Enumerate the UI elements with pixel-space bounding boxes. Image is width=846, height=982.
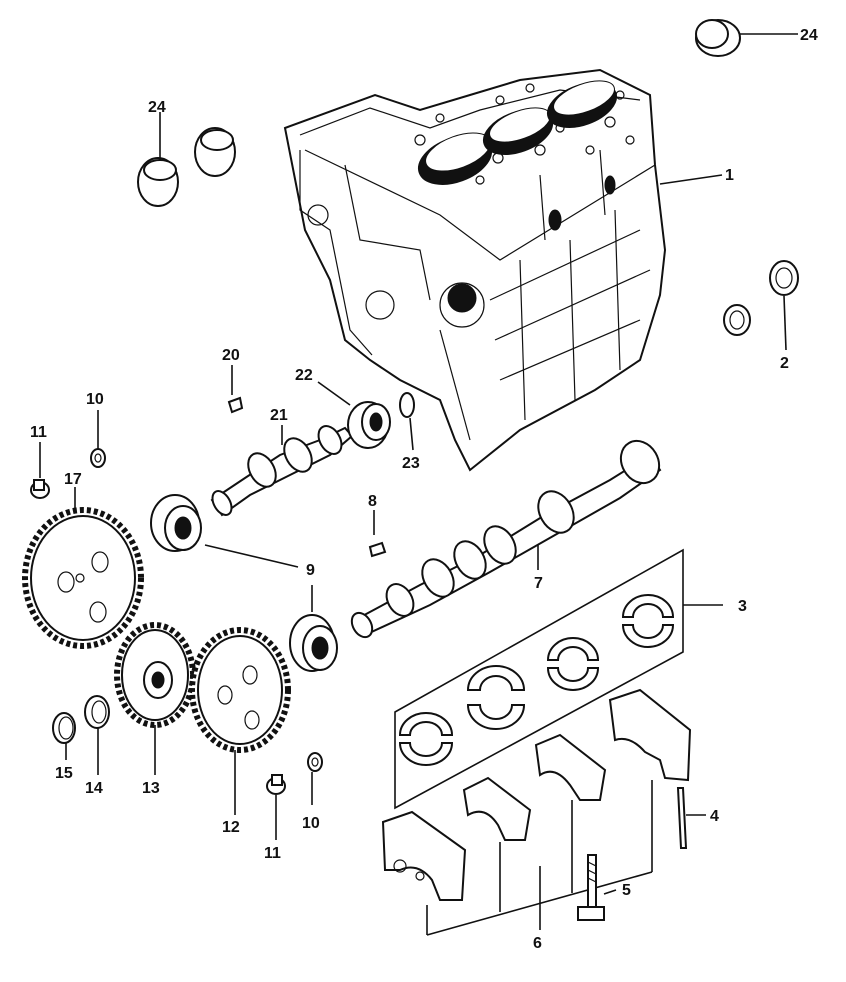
ball-bearing-22 bbox=[347, 401, 391, 449]
callout-23: 23 bbox=[402, 455, 420, 472]
key-8 bbox=[368, 541, 387, 558]
bearing-9-upper bbox=[150, 494, 202, 552]
callout-9: 9 bbox=[306, 562, 315, 579]
plug-small bbox=[723, 304, 751, 336]
callout-24-left: 24 bbox=[148, 99, 166, 116]
fuel-camshaft-gear-17 bbox=[22, 507, 144, 649]
callout-14: 14 bbox=[85, 780, 103, 797]
callout-12: 12 bbox=[222, 819, 240, 836]
camshaft bbox=[350, 439, 662, 639]
callout-20: 20 bbox=[222, 347, 240, 364]
bearing-9-lower bbox=[289, 614, 338, 672]
cylinder-block bbox=[283, 68, 667, 472]
callout-3: 3 bbox=[738, 598, 747, 615]
bolt-5 bbox=[577, 854, 605, 921]
core-plug-left-1 bbox=[137, 157, 179, 207]
washer-10-upper bbox=[90, 448, 106, 468]
callout-10-upper: 10 bbox=[86, 391, 104, 408]
callout-13: 13 bbox=[142, 780, 160, 797]
idle-gear-shaft-11-upper bbox=[30, 479, 50, 499]
callout-8: 8 bbox=[368, 493, 377, 510]
leader-lines bbox=[39, 33, 798, 930]
bearing-shell-group bbox=[394, 548, 684, 810]
spacer-14 bbox=[84, 695, 110, 729]
callout-17: 17 bbox=[64, 471, 82, 488]
callout-numbers: 24 1 2 3 4 5 6 7 8 9 10 10 11 11 12 13 1… bbox=[30, 27, 818, 952]
washer-10-lower bbox=[307, 752, 323, 772]
main-bearing-caps bbox=[381, 688, 692, 936]
callout-2: 2 bbox=[780, 355, 789, 372]
idle-gear-shaft-11-lower bbox=[266, 774, 286, 795]
core-plug-top-right bbox=[695, 19, 741, 57]
pin-4 bbox=[676, 787, 688, 849]
callout-21: 21 bbox=[270, 407, 288, 424]
plug-large bbox=[769, 260, 799, 296]
callout-1: 1 bbox=[725, 167, 734, 184]
callout-6: 6 bbox=[533, 935, 542, 952]
circlip-15 bbox=[52, 712, 76, 744]
callout-11-lower: 11 bbox=[264, 845, 281, 862]
snap-ring-23 bbox=[399, 392, 415, 418]
core-plug-left-2 bbox=[194, 127, 236, 177]
callout-11-upper: 11 bbox=[30, 424, 47, 441]
callout-5: 5 bbox=[622, 882, 631, 899]
callout-4: 4 bbox=[710, 808, 719, 825]
cam-gear-12 bbox=[189, 627, 291, 753]
fuel-camshaft bbox=[210, 425, 354, 517]
callout-15: 15 bbox=[55, 765, 73, 782]
callout-10-lower: 10 bbox=[302, 815, 320, 832]
callout-22: 22 bbox=[295, 367, 313, 384]
callout-24-top: 24 bbox=[800, 27, 818, 44]
idle-gear-13 bbox=[114, 622, 196, 728]
key-20 bbox=[227, 396, 244, 414]
callout-7: 7 bbox=[534, 575, 543, 592]
